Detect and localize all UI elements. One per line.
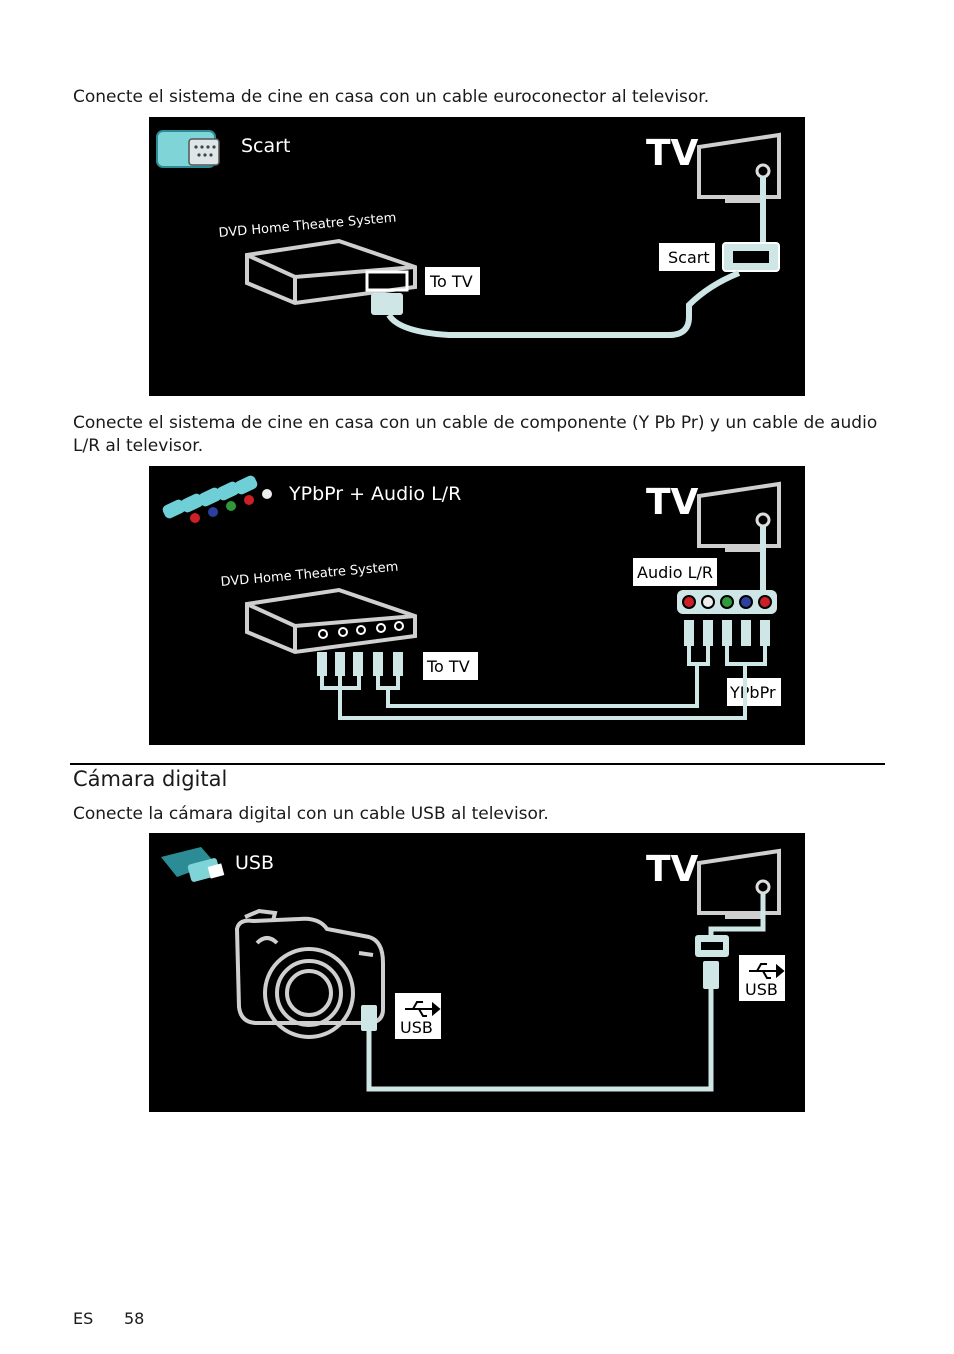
camera-usb-plug	[361, 1005, 377, 1031]
component-diagram: YPbPr + Audio L/R TV Audio L/R	[149, 466, 805, 745]
usb-camera-port-label: USB	[400, 1018, 433, 1037]
component-device-port-label: To TV	[426, 657, 470, 676]
component-cable-title: YPbPr + Audio L/R	[288, 483, 461, 505]
tv-outline-icon	[697, 481, 781, 552]
usb-tv-label: TV	[646, 849, 699, 890]
section-divider	[70, 763, 885, 765]
scart-diagram-canvas: Scart TV DVD Home Theatre System To TV S…	[156, 130, 781, 338]
usb-symbol-icon	[749, 963, 785, 979]
dvd-player-icon	[245, 587, 417, 655]
scart-device-port-label: To TV	[429, 272, 473, 291]
component-tv-label: TV	[646, 482, 699, 523]
scart-tv-port-badge	[659, 243, 715, 271]
tv-usb-port	[366, 935, 729, 1092]
scart-device-label: DVD Home Theatre System	[218, 211, 397, 241]
usb-symbol-icon	[405, 1001, 441, 1017]
scart-cable-title: Scart	[241, 135, 290, 157]
footer-language: ES	[73, 1309, 94, 1328]
usb-diagram: USB TV USB	[149, 833, 805, 1112]
component-cables	[320, 666, 747, 720]
scart-tv-label: TV	[646, 133, 699, 174]
usb-tv-port-badge	[739, 955, 785, 1001]
component-device-port-badge	[423, 652, 478, 680]
tv-scart-connector	[722, 242, 780, 272]
scart-tv-port-label: Scart	[668, 248, 710, 267]
usb-stick-icon	[161, 847, 225, 882]
usb-intro-text: Conecte la cámara digital con un cable U…	[73, 804, 549, 824]
camera-icon	[234, 908, 385, 1039]
rca-cables-icon	[162, 475, 272, 523]
component-device-plugs	[317, 652, 403, 676]
usb-camera-port-badge	[395, 993, 441, 1039]
component-intro-text: Conecte el sistema de cine en casa con u…	[73, 413, 878, 456]
scart-intro-text: Conecte el sistema de cine en casa con u…	[73, 87, 710, 107]
component-device-label: DVD Home Theatre System	[220, 560, 399, 590]
component-tv-audio-label: Audio L/R	[637, 563, 713, 582]
scart-connector-icon	[156, 130, 220, 168]
component-tv-audio-badge	[633, 558, 717, 586]
tv-scart-port	[755, 163, 771, 242]
tv-outline-icon	[697, 848, 781, 919]
component-diagram-canvas: YPbPr + Audio L/R TV Audio L/R	[162, 475, 781, 720]
scart-device-port-badge	[425, 267, 480, 295]
usb-diagram-canvas: USB TV USB	[161, 847, 785, 1092]
component-tv-video-label: YPbPr	[729, 683, 776, 702]
tv-outline-icon	[697, 132, 781, 203]
section-heading-camera: Cámara digital	[73, 767, 228, 791]
usb-tv-port-label: USB	[745, 980, 778, 999]
scart-diagram: Scart TV DVD Home Theatre System To TV S…	[149, 117, 805, 396]
dvd-player-icon	[245, 238, 417, 306]
component-tv-video-badge	[727, 678, 781, 706]
usb-cable-title: USB	[235, 852, 274, 874]
footer-page-number: 58	[124, 1309, 145, 1328]
tv-component-ports	[677, 590, 777, 666]
scart-cable	[371, 270, 741, 338]
